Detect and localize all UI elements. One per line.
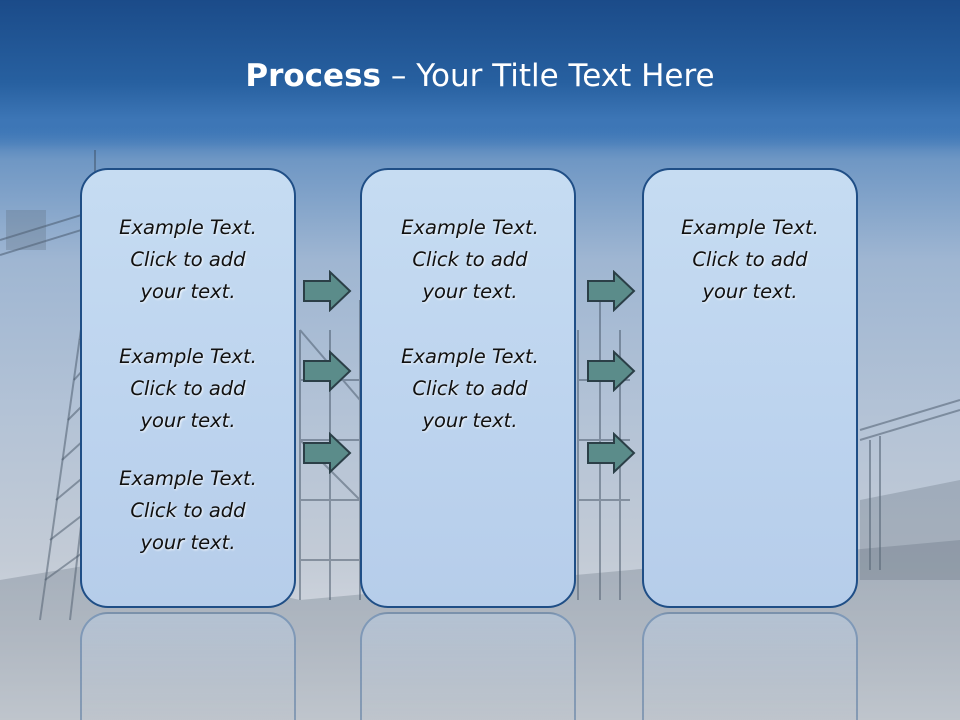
text-line: Click to add [130,499,246,522]
text-line: your text. [702,280,798,303]
text-line: Example Text. [119,467,257,490]
box-reflection [642,612,858,720]
process-box-2[interactable]: Example Text. Click to add your text. Ex… [360,168,576,608]
right-arrow-icon[interactable] [302,270,352,312]
text-placeholder[interactable]: Example Text. Click to add your text. [362,212,578,308]
box-reflection [360,612,576,720]
text-line: Click to add [130,248,246,271]
text-line: Example Text. [681,216,819,239]
text-line: Click to add [130,377,246,400]
box-reflection [80,612,296,720]
text-line: Example Text. [119,345,257,368]
text-placeholder[interactable]: Example Text. Click to add your text. [80,341,296,437]
process-box-1[interactable]: Example Text. Click to add your text. Ex… [80,168,296,608]
right-arrow-icon[interactable] [302,432,352,474]
title-band [0,0,960,150]
right-arrow-icon[interactable] [586,432,636,474]
text-line: your text. [140,531,236,554]
right-arrow-icon[interactable] [302,350,352,392]
slide-title[interactable]: Process – Your Title Text Here [0,56,960,96]
text-placeholder[interactable]: Example Text. Click to add your text. [362,341,578,437]
right-arrow-icon[interactable] [586,270,636,312]
text-line: Click to add [692,248,808,271]
text-line: your text. [422,280,518,303]
right-arrow-icon[interactable] [586,350,636,392]
text-line: your text. [422,409,518,432]
text-line: Example Text. [401,345,539,368]
text-line: Example Text. [119,216,257,239]
process-box-3[interactable]: Example Text. Click to add your text. [642,168,858,608]
text-line: Click to add [412,248,528,271]
text-line: Click to add [412,377,528,400]
title-bold-text: Process [245,58,381,94]
text-line: Example Text. [401,216,539,239]
text-line: your text. [140,280,236,303]
title-rest-text: – Your Title Text Here [381,58,715,94]
text-line: your text. [140,409,236,432]
text-placeholder[interactable]: Example Text. Click to add your text. [642,212,858,308]
text-placeholder[interactable]: Example Text. Click to add your text. [80,463,296,559]
text-placeholder[interactable]: Example Text. Click to add your text. [80,212,296,308]
